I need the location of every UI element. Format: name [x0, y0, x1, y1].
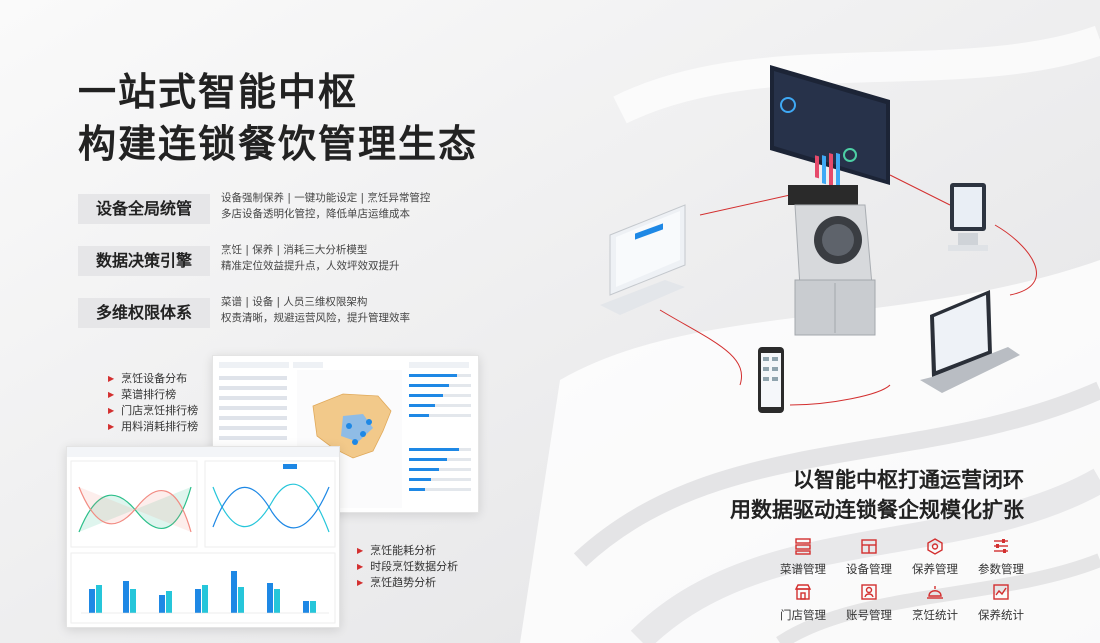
cooking-robot-illustration — [788, 185, 876, 336]
triangle-icon: ▶ — [108, 406, 115, 415]
list-item: ▶烹饪能耗分析 — [357, 544, 437, 557]
feature-desc-line2: 权责清晰，规避运营风险，提升管理效率 — [221, 312, 410, 324]
menu-label: 保养统计 — [978, 608, 1024, 622]
connector-line — [994, 224, 1037, 296]
list-item: ▶烹饪趋势分析 — [357, 576, 437, 589]
feature-desc-line1: 设备强制保养 | 一键功能设定 | 烹饪异常管控 — [221, 192, 431, 204]
tablet-stand-illustration — [948, 183, 988, 251]
feature-desc-line1: 烹饪 | 保养 | 消耗三大分析模型 — [221, 244, 368, 256]
menu-maintenance-statistics[interactable]: 保养统计 — [966, 583, 1036, 623]
wall-monitor-illustration — [770, 65, 890, 190]
dashboard-charts-screenshot — [66, 446, 340, 628]
menu-store-management[interactable]: 门店管理 — [768, 583, 838, 623]
device-ecosystem-illustration — [600, 65, 1037, 413]
feature-tag: 数据决策引擎 — [78, 246, 210, 276]
triangle-icon: ▶ — [357, 562, 364, 571]
dashboard-map-graphic — [219, 362, 471, 508]
menu-label: 菜谱管理 — [780, 562, 826, 576]
slogan: 以智能中枢打通运营闭环 用数据驱动连锁餐企规模化扩张 — [730, 465, 1024, 525]
menu-recipe-management[interactable]: 菜谱管理 — [768, 537, 838, 577]
maintenance-icon — [927, 538, 943, 555]
headline: 一站式智能中枢 构建连锁餐饮管理生态 — [78, 66, 478, 170]
menu-parameter-management[interactable]: 参数管理 — [966, 537, 1036, 577]
feature-desc-line2: 多店设备透明化管控，降低单店运维成本 — [221, 208, 410, 220]
smartphone-illustration — [758, 347, 784, 413]
list-item: ▶门店烹饪排行榜 — [108, 404, 199, 417]
connector-line — [659, 309, 742, 386]
menu-maintenance-management[interactable]: 保养管理 — [900, 537, 970, 577]
menu-label: 保养管理 — [912, 562, 958, 576]
triangle-icon: ▶ — [108, 422, 115, 431]
headline-line2: 构建连锁餐饮管理生态 — [78, 122, 479, 166]
list-item: ▶用料消耗排行榜 — [108, 420, 199, 433]
menu-label: 参数管理 — [978, 562, 1024, 576]
list-item: ▶时段烹饪数据分析 — [357, 560, 459, 573]
slogan-line2: 用数据驱动连锁餐企规模化扩张 — [730, 498, 1024, 522]
menu-label: 烹饪统计 — [912, 608, 958, 622]
headline-line1: 一站式智能中枢 — [78, 70, 359, 114]
cooking-stats-icon — [927, 586, 943, 599]
list-item: ▶菜谱排行榜 — [108, 388, 177, 401]
feature-device-management: 设备全局统管 设备强制保养 | 一键功能设定 | 烹饪异常管控 多店设备透明化管… — [78, 190, 528, 226]
menu-cooking-statistics[interactable]: 烹饪统计 — [900, 583, 970, 623]
feature-desc-line2: 精准定位效益提升点，人效坪效双提升 — [221, 260, 400, 272]
triangle-icon: ▶ — [108, 390, 115, 399]
triangle-icon: ▶ — [357, 578, 364, 587]
connector-line — [789, 384, 891, 406]
connector-line — [889, 174, 951, 206]
menu-device-management[interactable]: 设备管理 — [834, 537, 904, 577]
slogan-line1: 以智能中枢打通运营闭环 — [793, 468, 1024, 492]
triangle-icon: ▶ — [357, 546, 364, 555]
list-item: ▶烹饪设备分布 — [108, 372, 188, 385]
feature-tag: 多维权限体系 — [78, 298, 210, 328]
menu-label: 账号管理 — [846, 608, 892, 622]
recipe-icon — [795, 538, 811, 555]
bullet-list-top: ▶烹饪设备分布 ▶菜谱排行榜 ▶门店烹饪排行榜 ▶用料消耗排行榜 — [108, 371, 198, 435]
menu-account-management[interactable]: 账号管理 — [834, 583, 904, 623]
device-icon — [861, 539, 877, 554]
laptop-illustration — [920, 290, 1020, 393]
dashboard-map-screenshot — [212, 355, 479, 513]
bullet-list-bottom: ▶烹饪能耗分析 ▶时段烹饪数据分析 ▶烹饪趋势分析 — [357, 543, 458, 591]
triangle-icon: ▶ — [108, 374, 115, 383]
menu-label: 门店管理 — [780, 608, 826, 622]
store-icon — [794, 584, 812, 600]
connector-line — [699, 194, 791, 216]
feature-permission-system: 多维权限体系 菜谱 | 设备 | 人员三维权限架构 权责清晰，规避运营风险，提升… — [78, 294, 528, 330]
parameters-icon — [994, 539, 1008, 553]
pos-terminal-illustration — [600, 204, 686, 315]
feature-data-engine: 数据决策引擎 烹饪 | 保养 | 消耗三大分析模型 精准定位效益提升点，人效坪效… — [78, 242, 528, 278]
maintenance-stats-icon — [993, 584, 1009, 600]
dashboard-charts-graphic — [67, 447, 339, 624]
menu-label: 设备管理 — [846, 562, 892, 576]
feature-desc-line1: 菜谱 | 设备 | 人员三维权限架构 — [221, 296, 368, 308]
feature-tag: 设备全局统管 — [78, 194, 210, 224]
account-icon — [861, 584, 877, 600]
